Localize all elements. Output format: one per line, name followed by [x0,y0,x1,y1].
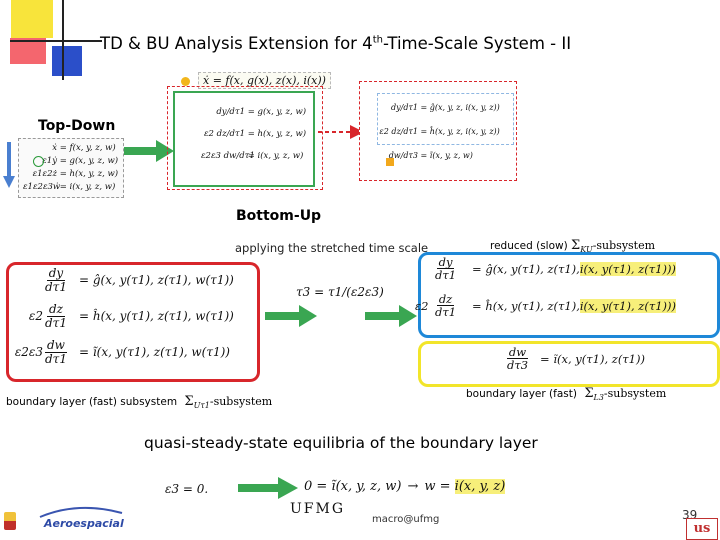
td-right-orange-square-icon [386,158,394,166]
boundary-left-label: boundary layer (fast) subsystem ΣUτ1-sub… [6,394,273,411]
td-left-eq-4: ε1ε2ε3ẇ = i(x, y, z, w) [23,182,116,192]
td-right-eq-2: ε2 dz/dτ1 = ĥ(x, y, z, i(x, y, z)) [379,127,500,136]
td-right-inner-frame [377,93,514,145]
top-down-label: Top-Down [38,118,116,134]
page-title: TD & BU Analysis Extension for 4th-Time-… [100,34,572,53]
boundary-right-label: boundary layer (fast) ΣL3-subsystem [466,386,667,403]
footer-aero-swoosh-icon [39,506,123,518]
corner-red-square [10,38,46,64]
footer-logo-aero: Aeroespacial [38,505,124,535]
eps3-zero-equation: ε3 = 0. [165,482,209,496]
corner-blue-square [52,46,82,76]
top-x-equation: ẋ = f(x, g(x), z(x), i(x)) [198,72,331,89]
td-left-eq-2: ε1ẏ = g(x, y, z, w) [42,156,119,166]
td-left-equations: ẋ = f(x, y, z, w) ε1ẏ = g(x, y, z, w) ε1… [23,142,118,194]
td-mid-eq-1: dy/dτ1 = g(x, y, z, w) [216,107,307,117]
footer-logo-ufmg: UFMG [290,501,346,517]
qss-highlight: i(x, y, z) [454,479,506,494]
bottom-up-label: Bottom-Up [236,208,322,224]
td-mid-equations: dy/dτ1 = g(x, y, z, w) ε2 dz/dτ1 = h(x, … [201,101,306,167]
quasi-label: quasi-steady-state equilibria of the bou… [144,434,538,452]
td-right-box: dy/dτ1 = ĝ(x, y, z, i(x, y, z)) ε2 dz/dτ… [359,81,517,181]
top-yellow-dot [181,77,190,86]
td-right-eq-1: dy/dτ1 = ĝ(x, y, z, i(x, y, z)) [391,103,500,112]
td-left-eq-1: ẋ = f(x, y, z, w) [52,143,116,153]
td-red-dashed-arrow-icon [318,125,364,139]
reduced-label: reduced (slow) ΣKU-subsystem [490,238,656,255]
td-red-frame [167,86,323,190]
footer-logo-us: us [686,518,718,540]
corner-yellow-square [11,0,53,38]
td-mid-eq-3: ε2ε3 dw/dτ1 = i(x, y, z, w) [201,151,304,161]
bu-right-highlight-2: i(x, y(τ1), z(τ1))) [579,298,676,313]
tau3-equation: τ3 = τ1/(ε2ε3) [296,285,384,299]
qss-equation: 0 = ĩ(x, y, z, w)→w = i(x, y, z) [304,479,506,494]
td-mid-box: dy/dτ1 = g(x, y, z, w) ε2 dz/dτ1 = h(x, … [173,91,315,187]
td-right-eq-3: dw/dτ3 = ĩ(x, y, z, w) [388,151,473,160]
td-left-box: ẋ = f(x, y, z, w) ε1ẏ = g(x, y, z, w) ε1… [18,138,124,198]
td-left-eq-3: ε1ε2ż = h(x, y, z, w) [32,169,119,179]
bu-right-highlight-1: i(x, y(τ1), z(τ1))) [579,261,676,276]
quasi-green-arrow-icon [238,477,298,499]
stretched-label: applying the stretched time scale [235,241,429,255]
footer-aero-text: Aeroespacial [44,517,124,530]
td-green-arrow-icon [124,140,174,162]
footer-crest-icon [4,512,16,530]
td-right-equations: dy/dτ1 = ĝ(x, y, z, i(x, y, z)) ε2 dz/dτ… [378,96,500,168]
corner-hline [10,40,102,42]
td-mid-eq-2: ε2 dz/dτ1 = h(x, y, z, w) [203,129,307,139]
td-left-down-arrow-icon [3,142,15,188]
footer-logo-macro: macro@ufmg [372,514,440,525]
td-left-gear-icon [33,156,44,167]
bu-green-arrow-left-icon [265,305,317,327]
bu-green-arrow-right-icon [365,305,417,327]
